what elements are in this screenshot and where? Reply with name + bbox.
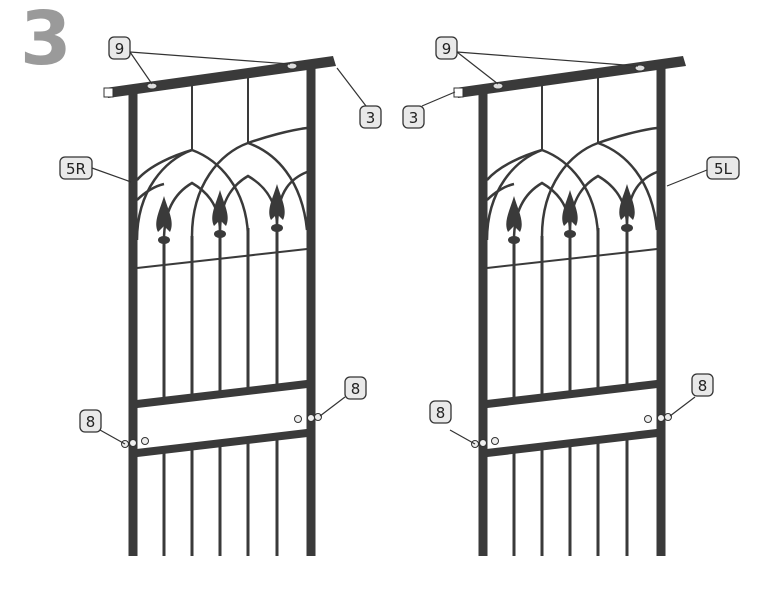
left-gate-frame — [133, 67, 311, 556]
left-top-bar-end — [103, 87, 114, 98]
svg-text:9: 9 — [115, 40, 125, 58]
left-nuts — [121, 413, 322, 448]
left-callout-bolt: 9 — [108, 36, 131, 60]
right-nuts — [471, 413, 672, 448]
right-callout-bar: 3 — [402, 105, 425, 129]
left-callout-nut-left: 8 — [79, 409, 102, 433]
svg-text:3: 3 — [409, 109, 419, 127]
step-number: 3 — [20, 0, 72, 82]
right-gate-frame — [483, 67, 661, 556]
svg-text:5R: 5R — [66, 160, 86, 178]
svg-text:8: 8 — [86, 413, 96, 431]
left-gate-panel — [91, 51, 367, 556]
right-gate-panel — [421, 51, 708, 556]
left-callout-bar: 3 — [359, 105, 382, 129]
svg-text:3: 3 — [366, 109, 376, 127]
right-top-bar — [455, 56, 686, 98]
svg-text:8: 8 — [351, 380, 361, 398]
svg-text:9: 9 — [442, 40, 452, 58]
right-bolts — [492, 64, 646, 90]
right-callout-nut-left: 8 — [429, 400, 452, 424]
svg-text:8: 8 — [436, 404, 446, 422]
right-callout-post: 5L — [706, 156, 740, 180]
left-callout-post: 5R — [59, 156, 93, 180]
right-callout-bolt: 9 — [435, 36, 458, 60]
left-callout-nut-right: 8 — [344, 376, 367, 400]
right-top-bar-end — [453, 87, 464, 98]
left-top-bar — [105, 56, 336, 98]
svg-text:5L: 5L — [714, 160, 733, 178]
right-callout-nut-right: 8 — [691, 373, 714, 397]
svg-text:8: 8 — [698, 377, 708, 395]
